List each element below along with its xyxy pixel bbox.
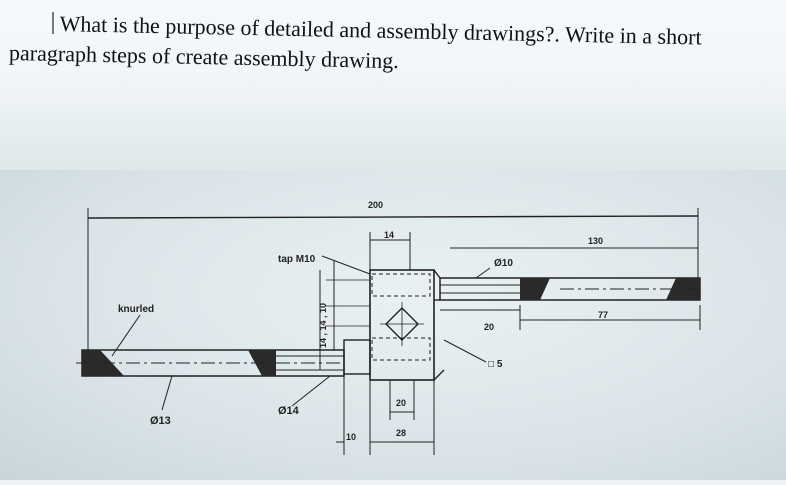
label-28: 28 — [396, 428, 406, 438]
leader-dia10 — [475, 267, 491, 279]
label-20-right: 20 — [484, 322, 494, 332]
leader-sq5 — [443, 339, 487, 363]
question-band — [0, 0, 786, 120]
label-200: 200 — [368, 200, 383, 210]
label-14-top: 14 — [384, 230, 394, 240]
leader-dia14 — [291, 375, 331, 407]
label-knurled: knurled — [118, 304, 154, 315]
assembly-drawing-figure: 200 14 130 tap M10 knurled Ø10 20 77 □ 5… — [0, 170, 786, 480]
central-block — [369, 269, 435, 381]
label-14-14-10: 14 , 14 , 10 — [318, 303, 328, 348]
right-rod-knurl-left — [520, 278, 550, 300]
leader-dia13 — [161, 375, 173, 411]
right-rod-knurl-right — [666, 278, 700, 300]
label-10-bottom: 10 — [346, 432, 356, 442]
dim-line-200 — [87, 215, 699, 219]
label-130: 130 — [588, 236, 603, 246]
leader-knurled — [111, 314, 141, 357]
label-tap-m10: tap M10 — [278, 254, 316, 265]
drawing-svg: 200 14 130 tap M10 knurled Ø10 20 77 □ 5… — [76, 200, 701, 455]
label-77: 77 — [598, 310, 608, 320]
text-cursor-mark — [52, 12, 54, 34]
leader-tap — [321, 255, 371, 275]
label-dia13: Ø13 — [150, 415, 171, 427]
label-20-bottom: 20 — [396, 398, 406, 408]
label-dia14: Ø14 — [278, 405, 300, 417]
label-sq5: □ 5 — [488, 359, 503, 370]
label-dia10: Ø10 — [494, 258, 513, 269]
left-collar — [343, 339, 371, 375]
